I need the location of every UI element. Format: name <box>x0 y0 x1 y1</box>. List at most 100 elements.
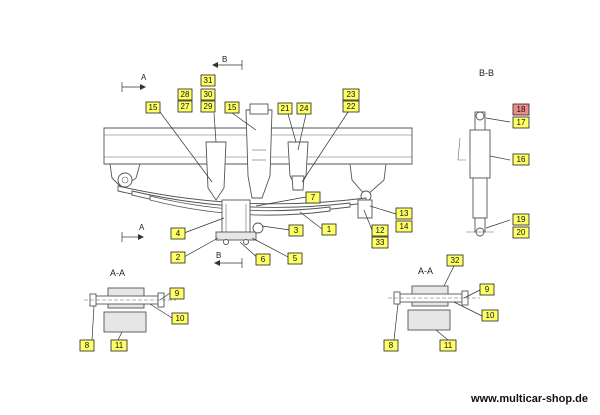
svg-text:9: 9 <box>485 285 490 294</box>
callout-33[interactable]: 33 <box>371 236 389 249</box>
rear-shackle <box>349 163 387 197</box>
callout-28[interactable]: 28 <box>177 88 193 101</box>
svg-text:19: 19 <box>517 215 526 224</box>
bump-stop-right-pad <box>291 175 305 191</box>
section-bb-title: B-B <box>479 68 494 78</box>
leader-lines <box>91 105 511 341</box>
callout-24[interactable]: 24 <box>296 102 312 115</box>
shock-lower-body <box>472 177 488 219</box>
callouts: 31 28 30 27 29 15 15 21 24 23 22 7 4 3 1… <box>79 74 530 352</box>
callout-7[interactable]: 7 <box>305 191 321 204</box>
callout-30[interactable]: 30 <box>200 88 216 101</box>
svg-text:2: 2 <box>176 253 181 262</box>
svg-text:11: 11 <box>115 341 124 350</box>
main-assembly <box>103 103 413 245</box>
svg-text:32: 32 <box>451 256 460 265</box>
svg-text:16: 16 <box>517 155 526 164</box>
svg-text:30: 30 <box>204 90 213 99</box>
center-mount-top <box>249 103 269 115</box>
section-aa-left <box>84 287 176 333</box>
svg-text:28: 28 <box>181 90 190 99</box>
svg-text:31: 31 <box>204 76 213 85</box>
callout-21[interactable]: 21 <box>277 102 293 115</box>
callout-6[interactable]: 6 <box>255 253 271 266</box>
shackle-bolt <box>357 199 373 219</box>
svg-text:3: 3 <box>294 226 299 235</box>
section-b-top-label: B <box>222 55 227 64</box>
svg-text:8: 8 <box>85 341 90 350</box>
svg-text:33: 33 <box>376 238 385 247</box>
section-marker-b-top: B <box>212 55 243 70</box>
callout-2[interactable]: 2 <box>170 251 186 264</box>
left-bushing-bottom <box>103 311 147 333</box>
clamp-plate <box>215 231 257 241</box>
svg-text:23: 23 <box>347 90 356 99</box>
svg-text:10: 10 <box>486 311 495 320</box>
svg-text:18: 18 <box>517 105 526 114</box>
section-aa-right-title: A-A <box>418 266 433 276</box>
center-mount <box>245 109 273 199</box>
callout-17[interactable]: 17 <box>512 116 530 129</box>
svg-text:15: 15 <box>228 103 237 112</box>
callout-16[interactable]: 16 <box>512 153 530 166</box>
callout-13[interactable]: 13 <box>395 207 413 220</box>
callout-20[interactable]: 20 <box>512 226 530 239</box>
svg-text:21: 21 <box>281 104 290 113</box>
svg-text:17: 17 <box>517 118 526 127</box>
callout-9-left[interactable]: 9 <box>169 287 185 300</box>
callout-15-center[interactable]: 15 <box>224 101 240 114</box>
svg-text:24: 24 <box>300 104 309 113</box>
section-aa-right <box>388 285 480 331</box>
callout-10-left[interactable]: 10 <box>171 312 189 325</box>
svg-text:10: 10 <box>176 314 185 323</box>
svg-text:20: 20 <box>517 228 526 237</box>
callout-23[interactable]: 23 <box>342 88 360 101</box>
bump-stop-left <box>205 141 227 201</box>
svg-text:12: 12 <box>376 226 385 235</box>
callout-15-left[interactable]: 15 <box>145 101 161 114</box>
callout-8-right[interactable]: 8 <box>383 339 399 352</box>
callout-29[interactable]: 29 <box>200 100 216 113</box>
callout-4[interactable]: 4 <box>170 227 186 240</box>
axle-end <box>252 222 264 234</box>
callout-31[interactable]: 31 <box>200 74 216 87</box>
callout-5[interactable]: 5 <box>287 252 303 265</box>
svg-text:11: 11 <box>444 341 453 350</box>
svg-text:6: 6 <box>261 255 266 264</box>
callout-32[interactable]: 32 <box>446 254 464 267</box>
callout-14[interactable]: 14 <box>395 220 413 233</box>
callout-8-left[interactable]: 8 <box>79 339 95 352</box>
axle-clamp <box>221 199 251 235</box>
section-marker-a-bottom: A <box>121 223 145 242</box>
callout-11-right[interactable]: 11 <box>439 339 457 352</box>
section-marker-b-bottom: B <box>214 251 243 268</box>
section-b-bottom-label: B <box>216 251 221 260</box>
svg-text:15: 15 <box>149 103 158 112</box>
callout-22[interactable]: 22 <box>342 100 360 113</box>
footer-url[interactable]: www.multicar-shop.de <box>471 393 588 405</box>
svg-text:9: 9 <box>175 289 180 298</box>
right-bushing-bottom <box>407 309 451 331</box>
svg-text:4: 4 <box>176 229 181 238</box>
svg-text:29: 29 <box>204 102 213 111</box>
shock-absorber <box>457 111 494 237</box>
section-marker-a-top: A <box>121 73 147 92</box>
callout-12[interactable]: 12 <box>371 224 389 237</box>
callout-3[interactable]: 3 <box>288 224 304 237</box>
shock-body <box>469 129 491 179</box>
callout-11-left[interactable]: 11 <box>110 339 128 352</box>
callout-19[interactable]: 19 <box>512 213 530 226</box>
section-aa-left-title: A-A <box>110 268 125 278</box>
callout-18[interactable]: 18 <box>512 103 530 116</box>
svg-text:8: 8 <box>389 341 394 350</box>
svg-text:7: 7 <box>311 193 316 202</box>
svg-text:14: 14 <box>400 222 409 231</box>
callout-9-right[interactable]: 9 <box>479 283 495 296</box>
callout-1[interactable]: 1 <box>321 223 337 236</box>
section-a-top-label: A <box>141 73 147 82</box>
callout-10-right[interactable]: 10 <box>481 309 499 322</box>
svg-text:5: 5 <box>293 254 298 263</box>
callout-27[interactable]: 27 <box>177 100 193 113</box>
svg-text:22: 22 <box>347 102 356 111</box>
front-eye <box>117 172 133 188</box>
